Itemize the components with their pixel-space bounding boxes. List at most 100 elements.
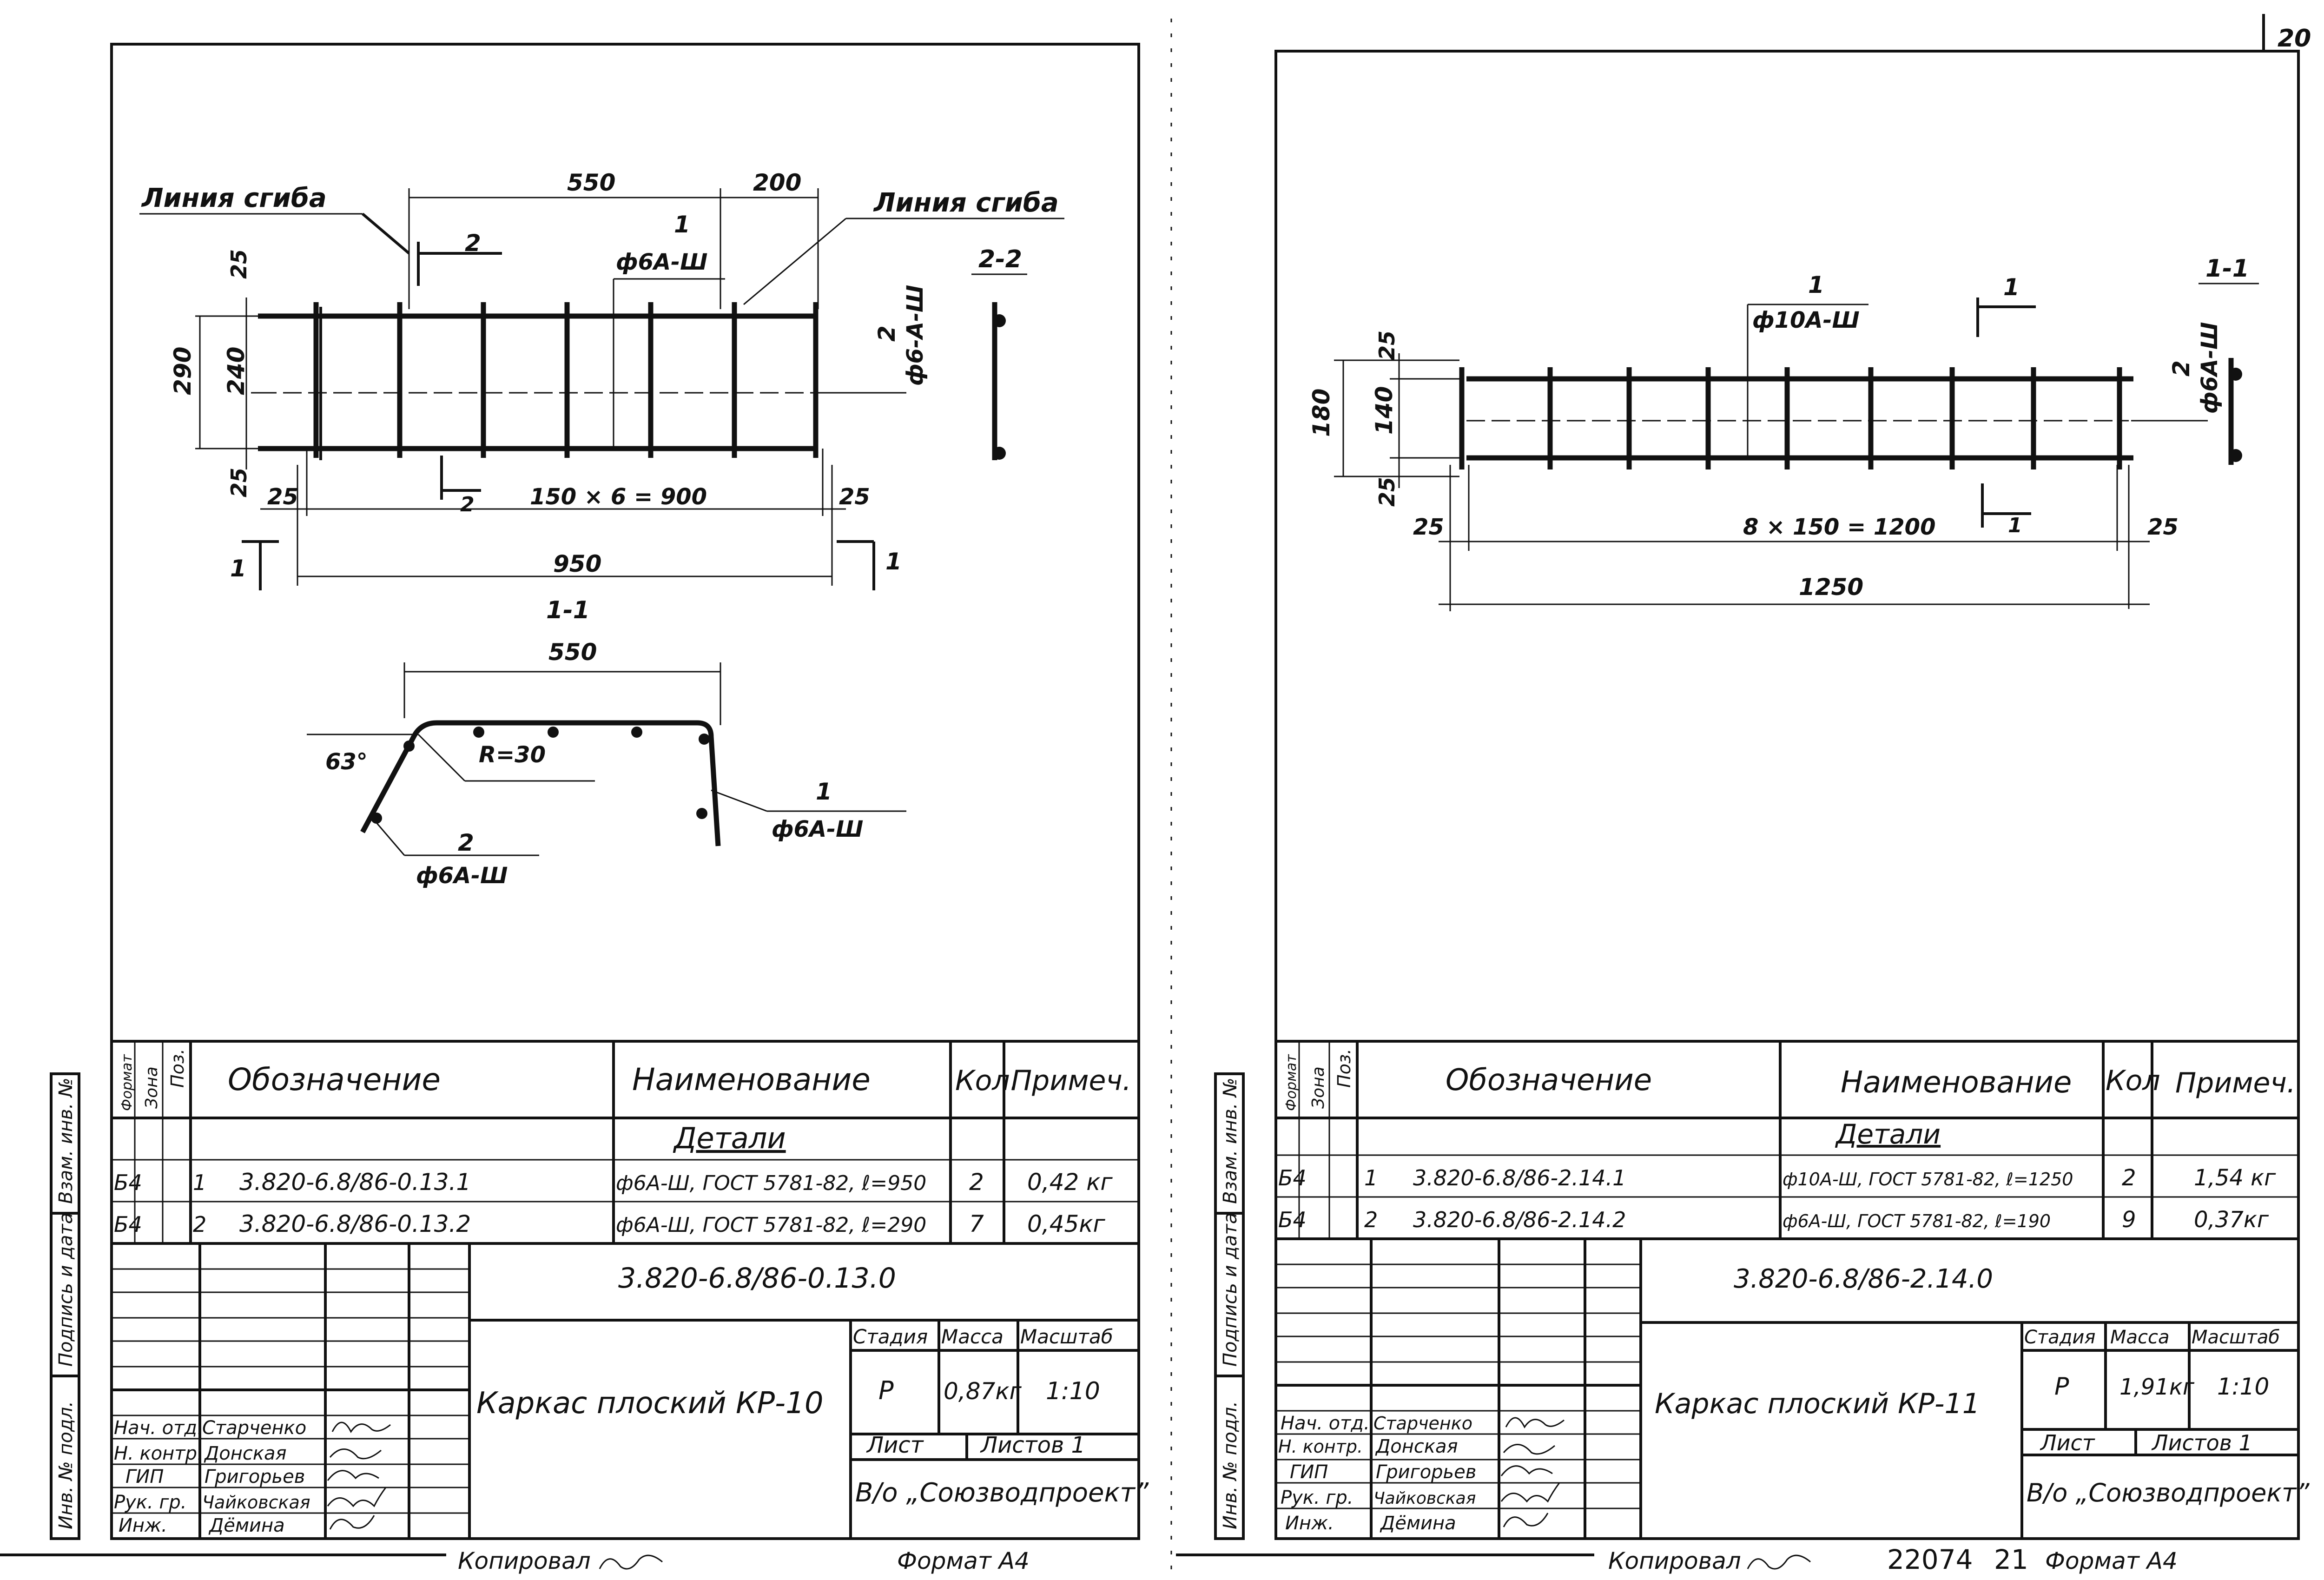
r-organization: В/о „Союзводпроект” bbox=[2027, 1478, 2310, 1507]
r-row2-pos: 2 bbox=[1364, 1207, 1378, 1232]
l-organization: В/о „Союзводпроект” bbox=[855, 1478, 1149, 1508]
r-stage-label: Стадия bbox=[2024, 1327, 2095, 1348]
left-section-1-1 bbox=[307, 662, 906, 856]
l-side-label-2: Подпись и дата bbox=[55, 1213, 77, 1367]
r-pitch-dimension: 8 × 150 = 1200 bbox=[1743, 514, 1935, 540]
r-hdr-qty: Кол bbox=[2106, 1064, 2160, 1097]
r-hdr-name: Наименование bbox=[1841, 1065, 2072, 1100]
l-row2-format: Б4 bbox=[114, 1212, 142, 1237]
r-row2-qty: 9 bbox=[2122, 1207, 2136, 1233]
l-hdr-designation: Обозначение bbox=[228, 1062, 441, 1097]
l-doc-code: 3.820-6.8/86-0.13.0 bbox=[618, 1262, 896, 1295]
right-spec-table bbox=[1214, 1040, 2298, 1540]
r-overall-dimension: 1250 bbox=[1799, 574, 1863, 601]
l-mass: 0,87кг bbox=[944, 1378, 1022, 1405]
l-row1-pos: 1 bbox=[193, 1170, 206, 1195]
l-row1-designation: 3.820-6.8/86-0.13.1 bbox=[239, 1169, 471, 1196]
r-signatures bbox=[1500, 1417, 1565, 1527]
pos1-bar: ф6А-Ш bbox=[616, 249, 707, 275]
dim-25-bottom-a: 25 bbox=[267, 484, 298, 510]
r-role-5: Инж. bbox=[1285, 1513, 1334, 1534]
r-hdr-note: Примеч. bbox=[2175, 1067, 2296, 1099]
r-dim-25-top: 25 bbox=[1374, 331, 1400, 360]
dim-290: 290 bbox=[169, 347, 196, 395]
l-side-label-3: Инв. № подл. bbox=[55, 1401, 77, 1529]
l-hdr-pos: Поз. bbox=[167, 1049, 188, 1088]
r-row2-designation: 3.820-6.8/86-2.14.2 bbox=[1413, 1207, 1626, 1232]
l-row1-qty: 2 bbox=[969, 1169, 984, 1196]
l-row2-note: 0,45кг bbox=[1027, 1210, 1106, 1237]
dim-240: 240 bbox=[223, 347, 250, 395]
r-row1-name: ф10А-Ш, ГОСТ 5781-82, ℓ=1250 bbox=[1783, 1169, 2073, 1190]
r-doc-code: 3.820-6.8/86-2.14.0 bbox=[1734, 1264, 1993, 1294]
l-hdr-note: Примеч. bbox=[1011, 1064, 1131, 1097]
pos1-number: 1 bbox=[674, 211, 690, 238]
l-row1-note: 0,42 кг bbox=[1027, 1169, 1113, 1196]
r-sheet-label: Лист bbox=[2040, 1430, 2095, 1455]
r-mass-label: Масса bbox=[2110, 1327, 2170, 1348]
left-section-2-2 bbox=[971, 273, 1027, 460]
r-name-1: Старченко bbox=[1373, 1413, 1472, 1434]
r-side-label-3: Инв. № подл. bbox=[1220, 1401, 1241, 1529]
pitch-dimension: 150 × 6 = 900 bbox=[530, 484, 707, 510]
l-sheet-label: Лист bbox=[866, 1432, 924, 1458]
r-dim-25-left: 25 bbox=[1413, 514, 1444, 540]
r-hdr-zone: Зона bbox=[1309, 1066, 1328, 1109]
r-dim-180: 180 bbox=[1308, 389, 1335, 437]
r-hdr-pos: Поз. bbox=[1334, 1049, 1354, 1088]
r-format-label: Формат А4 bbox=[2045, 1547, 2178, 1574]
r-section-1-1-label: 1-1 bbox=[2205, 255, 2249, 283]
r-row2-note: 0,37кг bbox=[2194, 1207, 2269, 1233]
l-section-details: Детали bbox=[673, 1121, 786, 1155]
inventory-number: 22074 bbox=[1887, 1544, 1973, 1575]
l-row2-qty: 7 bbox=[969, 1210, 984, 1237]
l-copied-signature bbox=[599, 1554, 663, 1570]
l-role-1: Нач. отд. bbox=[114, 1417, 203, 1439]
pos2-bar: ф6-А-Ш bbox=[902, 285, 928, 386]
bend-dimension-550: 550 bbox=[548, 639, 597, 666]
r-pos2-bar: ф6А-Ш bbox=[2197, 322, 2223, 414]
cut-2-bottom: 2 bbox=[460, 493, 475, 516]
r-dim-25-bottom: 25 bbox=[1374, 477, 1400, 507]
r-row2-name: ф6А-Ш, ГОСТ 5781-82, ℓ=190 bbox=[1783, 1211, 2051, 1231]
cut-2-top: 2 bbox=[465, 230, 481, 257]
r-role-1: Нач. отд. bbox=[1281, 1413, 1370, 1434]
r-hdr-format: Формат bbox=[1283, 1054, 1300, 1111]
l-hdr-qty: Кол. bbox=[955, 1064, 1019, 1097]
corner-number: 20 bbox=[2278, 25, 2311, 53]
r-section-details: Детали bbox=[1835, 1118, 1941, 1150]
bend-pos2-bar: ф6А-Ш bbox=[416, 863, 508, 889]
l-title: Каркас плоский КР-10 bbox=[476, 1386, 824, 1421]
pos2-number: 2 bbox=[873, 325, 900, 342]
r-row1-qty: 2 bbox=[2122, 1165, 2136, 1191]
r-pos2-number: 2 bbox=[2168, 360, 2195, 377]
bend-line-label-right: Линия сгиба bbox=[873, 188, 1059, 218]
r-pos1-number: 1 bbox=[1808, 271, 1824, 298]
section-2-2-label: 2-2 bbox=[978, 245, 1022, 273]
l-name-3: Григорьев bbox=[205, 1466, 305, 1487]
overall-dimension: 950 bbox=[553, 550, 601, 577]
r-scale-label: Масштаб bbox=[2192, 1327, 2280, 1348]
cut-1-right: 1 bbox=[885, 548, 902, 575]
l-stage-label: Стадия bbox=[853, 1325, 928, 1348]
dim-200-top: 200 bbox=[753, 169, 801, 196]
l-row2-designation: 3.820-6.8/86-0.13.2 bbox=[239, 1210, 471, 1237]
l-name-5: Дёмина bbox=[208, 1515, 285, 1536]
l-hdr-zone: Зона bbox=[142, 1066, 161, 1109]
l-side-label-1: Взам. инв. № bbox=[55, 1078, 77, 1204]
l-hdr-name: Наименование bbox=[632, 1062, 871, 1097]
r-dim-140: 140 bbox=[1371, 386, 1398, 435]
r-copied-label: Копировал bbox=[1608, 1547, 1741, 1574]
bend-pos1-bar: ф6А-Ш bbox=[772, 816, 863, 842]
r-name-2: Донская bbox=[1375, 1436, 1458, 1457]
l-copied-label: Копировал bbox=[458, 1547, 591, 1574]
l-format-label: Формат А4 bbox=[897, 1547, 1030, 1574]
l-name-4: Чайковская bbox=[202, 1492, 310, 1513]
r-scale: 1:10 bbox=[2217, 1373, 2269, 1400]
l-name-2: Донская bbox=[204, 1443, 287, 1464]
left-spec-table bbox=[50, 1040, 1139, 1540]
l-mass-label: Масса bbox=[941, 1325, 1004, 1348]
r-cut-1-bottom: 1 bbox=[2008, 514, 2022, 537]
right-section-1-1 bbox=[2199, 283, 2259, 465]
